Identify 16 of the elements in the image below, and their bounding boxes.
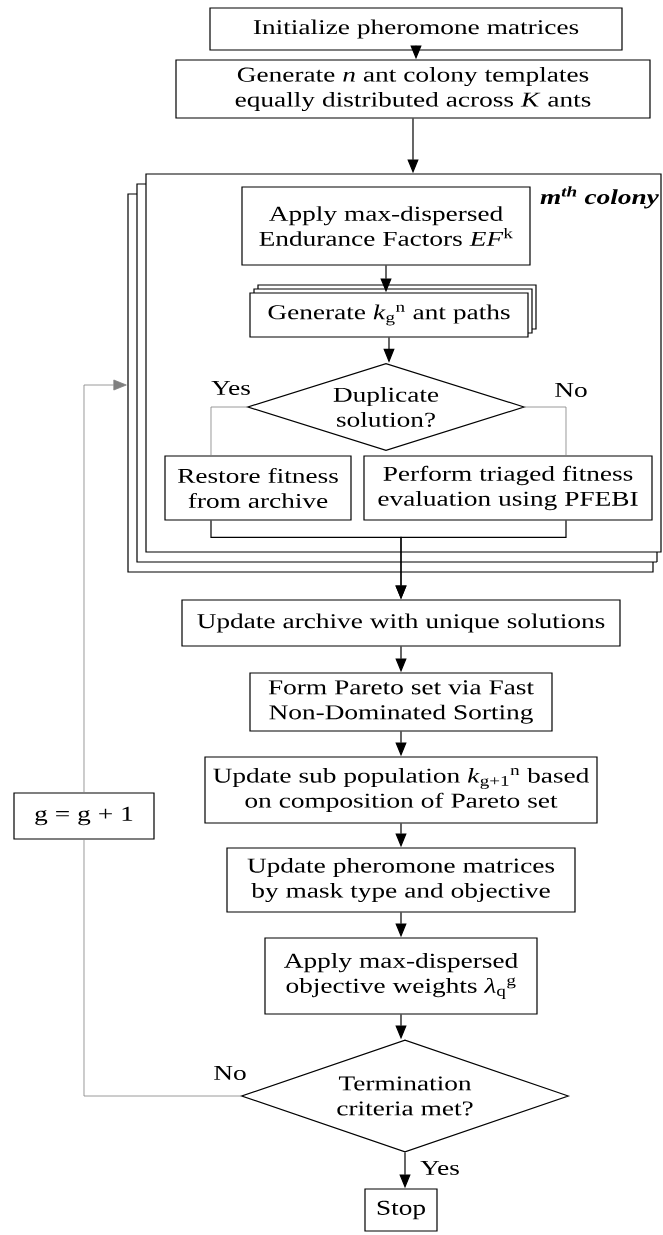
process-box: Stop: [364, 1188, 438, 1232]
process-box: Update archive with unique solutions: [181, 599, 621, 647]
process-box: Initialize pheromone matrices: [209, 7, 623, 51]
arrow: [83, 379, 127, 793]
edge-label: Yes: [419, 1160, 461, 1176]
process-box: Apply max-dispersed objective weights λ$_{q}$g: [264, 937, 538, 1015]
process-box: g = g + 1: [13, 792, 155, 840]
process-box: Apply max-dispersed Endurance Factors EF$^{k}$: [241, 186, 531, 266]
process-box: Restore fitness from archive: [164, 455, 352, 521]
process-box: Form Pareto set via Fast Non-Dominated Sorting: [249, 672, 553, 732]
stacked-process-box: Generate k$_{g}$$^{n}$ ant paths: [249, 284, 537, 338]
process-box: Perform triaged fitness evaluation using PFEBI: [363, 455, 653, 521]
process-box: Update sub population k$_{g+1}$$^{n}$ based on composition of Pareto set: [204, 756, 598, 824]
process-box: Generate n ant colony templates equally distributed across K ants: [175, 59, 651, 119]
edge-label: No: [553, 382, 589, 398]
process-box: Update pheromone matrices by mask type and objective: [226, 847, 576, 913]
